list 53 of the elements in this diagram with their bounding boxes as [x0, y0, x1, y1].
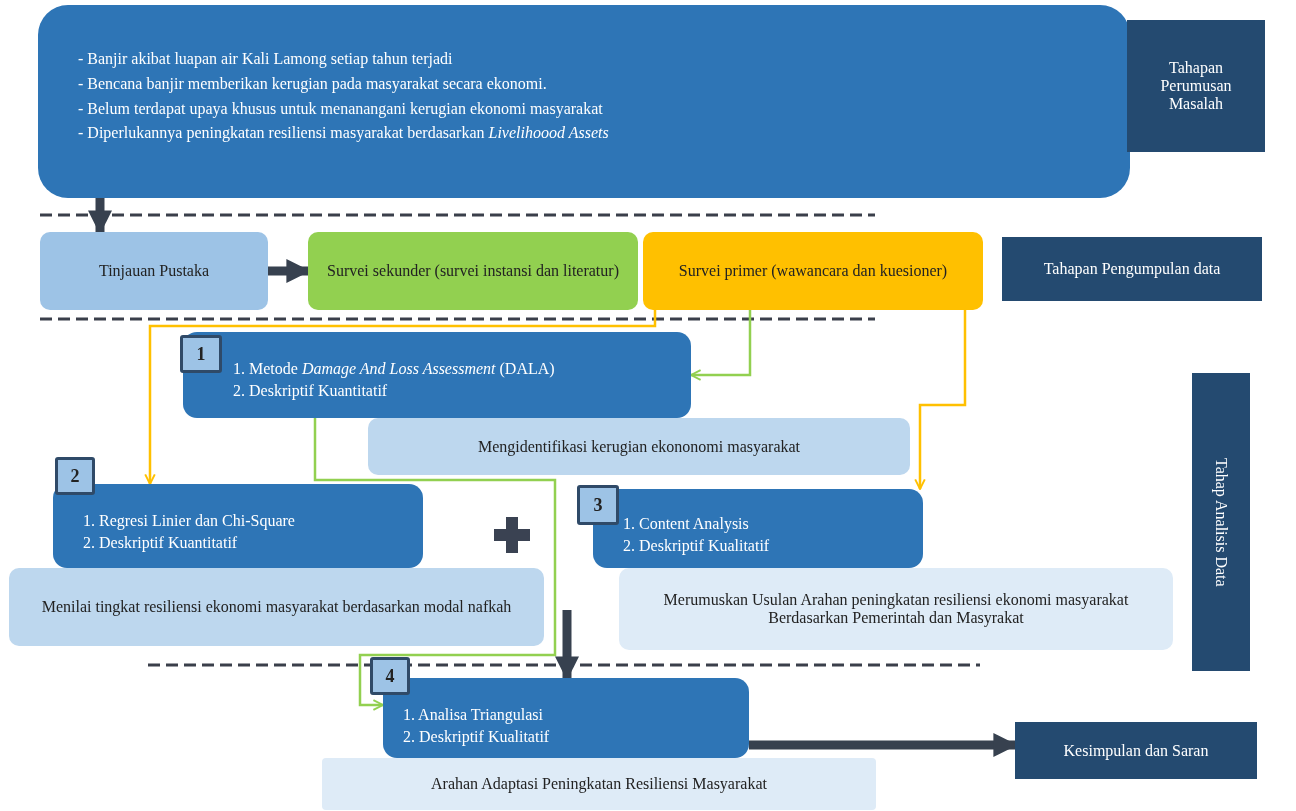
number-badge [370, 657, 410, 695]
stage-label-box [1002, 237, 1262, 301]
node-text: Mengidentifikasi kerugian ekononomi masyarakat [477, 437, 801, 456]
node-text: Arahan Adaptasi Peningkatan Resiliensi Masyarakat [431, 775, 767, 793]
stage-label-box [1192, 373, 1250, 671]
node-text: Tahapan Pengumpulan data [1043, 260, 1221, 278]
node-text: - Diperlukannya peningkatan resiliensi masyarakat berdasarkan Livelihoood Assets [78, 123, 610, 144]
node-text: - Bencana banjir memberikan kerugian pada masyarakat secara ekonomi. [78, 73, 548, 95]
method-box [183, 332, 691, 418]
process-box [308, 232, 638, 310]
method-box [593, 489, 923, 568]
result-box [9, 568, 544, 646]
node-text: Tahapan Perumusan Masalah [1159, 59, 1233, 113]
node-text: Survei primer (wawancara dan kuesioner) [678, 262, 948, 280]
method-box [53, 484, 423, 568]
process-box [40, 232, 268, 310]
list-item: 2. Deskriptif Kualitatif [403, 727, 551, 748]
list-item: 2. Deskriptif Kuantitatif [83, 533, 239, 554]
node-text: Merumuskan Usulan Arahan peningkatan resiliensi ekonomi masyarakat Berdasarkan Pemerintah dan Masyrakat [662, 591, 1130, 627]
node-text: Survei sekunder (survei instansi dan literatur) [327, 262, 619, 280]
arrow [914, 310, 967, 490]
arrow [88, 198, 112, 235]
arrow [749, 733, 1018, 757]
arrow [555, 610, 579, 681]
list-item: 1. Metode Damage And Loss Assessment (DALA) [233, 359, 556, 380]
problem-box [38, 5, 1130, 198]
badge-number: 2 [70, 465, 80, 487]
stage-label-box [1127, 20, 1265, 152]
result-box [322, 758, 876, 810]
arrow [313, 418, 557, 711]
node-text: Tahap Analisis Data [1212, 457, 1230, 587]
list-item: 2. Deskriptif Kualitatif [623, 536, 771, 557]
node-text: Tinjauan Pustaka [98, 262, 210, 280]
node-text: - Belum terdapat upaya khusus untuk menanangani kerugian ekonomi masyarakat [78, 98, 604, 120]
arrow [144, 310, 657, 485]
number-badge [577, 485, 619, 525]
badge-number: 1 [196, 343, 206, 365]
badge-number: 4 [385, 665, 395, 687]
list-item: 2. Deskriptif Kuantitatif [233, 381, 389, 402]
list-item: 1. Regresi Linier dan Chi-Square [83, 511, 296, 532]
node-text: Kesimpulan dan Saran [1063, 741, 1209, 760]
stage-label-box [1015, 722, 1257, 779]
arrow [690, 310, 752, 381]
badge-number: 3 [593, 494, 603, 516]
node-text: Menilai tingkat resiliensi ekonomi masyarakat berdasarkan modal nafkah [41, 598, 512, 616]
result-box [619, 568, 1173, 650]
arrow [268, 259, 311, 283]
result-box [368, 418, 910, 475]
number-badge [55, 457, 95, 495]
process-box [643, 232, 983, 310]
list-item: 1. Analisa Triangulasi [403, 705, 544, 726]
list-item: 1. Content Analysis [623, 514, 750, 535]
node-text: - Banjir akibat luapan air Kali Lamong setiap tahun terjadi [78, 49, 454, 70]
